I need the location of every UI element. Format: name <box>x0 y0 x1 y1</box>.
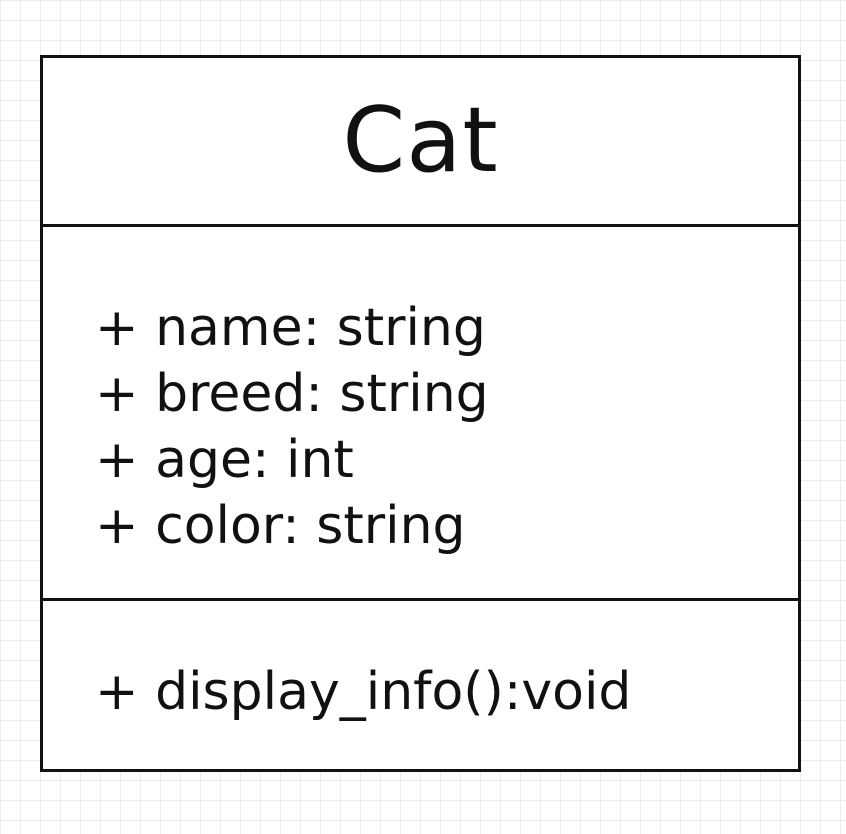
methods-compartment: + display_info():void <box>43 601 798 725</box>
attributes-compartment: + name: string + breed: string + age: in… <box>43 227 798 601</box>
method-display-info: + display_info():void <box>95 662 632 722</box>
attribute-name: + name: string <box>95 298 486 358</box>
attribute-age: + age: int <box>95 430 354 490</box>
attribute-breed: + breed: string <box>95 364 489 424</box>
attribute-color: + color: string <box>95 496 466 556</box>
uml-class-box[interactable]: Cat + name: string + breed: string + age… <box>40 55 801 772</box>
class-name-compartment: Cat <box>43 58 798 227</box>
class-name: Cat <box>342 88 499 193</box>
